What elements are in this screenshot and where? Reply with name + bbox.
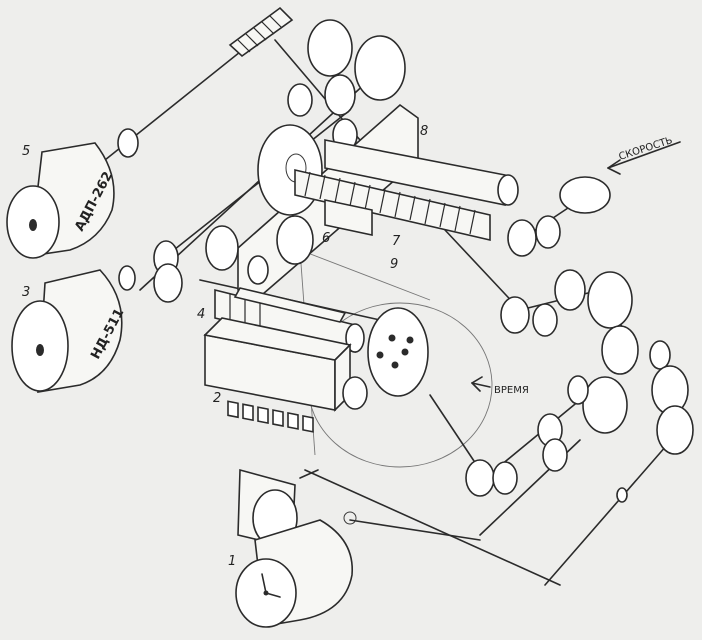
speed-input: СКОРОСТЬ (507, 135, 681, 257)
motor-adp: АДП-262 5 (6, 128, 139, 259)
label-4: 4 (197, 307, 205, 322)
label-3: 3 (22, 285, 30, 300)
label-1: 1 (228, 554, 236, 569)
large-disc (257, 124, 323, 216)
label-7: 7 (392, 234, 401, 249)
clock: 1 (228, 468, 357, 628)
label-8: 8 (420, 124, 428, 139)
roller: 4 (197, 287, 365, 354)
label-2: 2 (213, 391, 221, 406)
label-6: 6 (322, 231, 330, 246)
motor-nd: НД-511 3 (11, 265, 136, 393)
left-gears (153, 215, 314, 303)
worm-assembly: 7 (294, 139, 519, 249)
speed-label: СКОРОСТЬ (618, 135, 675, 163)
top-worm (228, 6, 294, 58)
time-disc: 9 (342, 257, 429, 410)
label-5: 5 (22, 144, 30, 159)
time-label: ВРЕМЯ (494, 385, 529, 396)
time-input: ВРЕМЯ (471, 376, 529, 396)
counter: 2 (203, 317, 352, 433)
label-9: 9 (390, 257, 398, 272)
right-gears (465, 269, 694, 503)
